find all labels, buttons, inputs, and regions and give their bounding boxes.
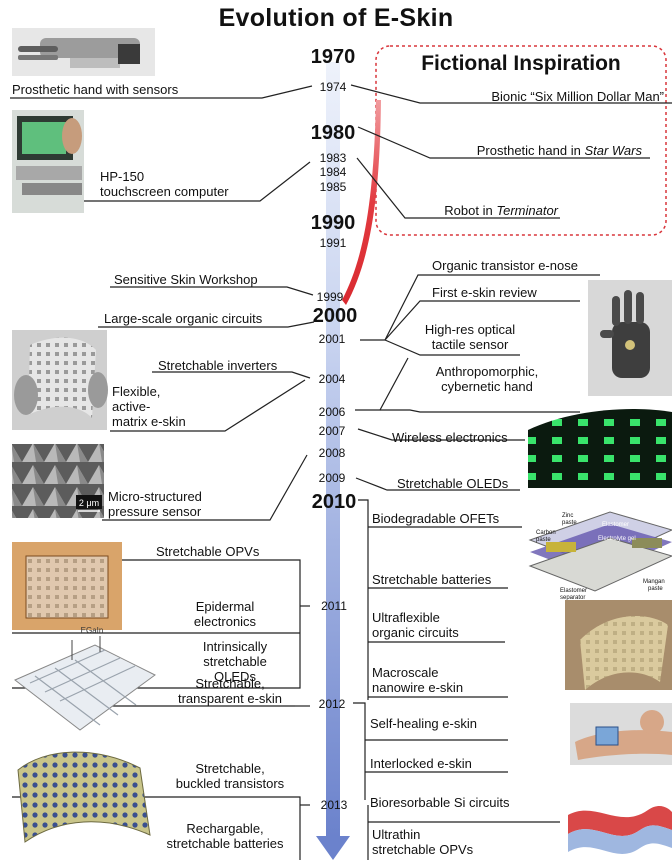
year-2008: 2008 bbox=[318, 446, 346, 460]
photo-ultrathin-opv bbox=[568, 806, 672, 854]
photo-prosthetic-hand bbox=[12, 28, 155, 76]
photo-hp150-computer bbox=[12, 110, 84, 213]
year-1999: 1999 bbox=[316, 290, 344, 304]
event-stretchable-transparent-e-skin: Stretchable, transparent e-skin bbox=[177, 676, 283, 706]
fictional-inspiration-heading: Fictional Inspiration bbox=[421, 52, 621, 75]
manganese-paste-label: Mangan bbox=[643, 579, 665, 585]
carbon-paste-label: Carbon bbox=[536, 530, 556, 536]
photo-stretchable-battery: Zinc paste Carbon paste Elastomer Electr… bbox=[528, 511, 672, 601]
year-1970: 1970 bbox=[310, 46, 356, 68]
year-2001: 2001 bbox=[318, 332, 346, 346]
event-rechargeable-batteries: Rechargable, stretchable batteries bbox=[166, 821, 284, 851]
year-1974: 1974 bbox=[319, 80, 347, 94]
event-first-e-skin-review: First e-skin review bbox=[432, 285, 537, 300]
year-1985: 1985 bbox=[319, 180, 347, 194]
event-micro-structured-sensor: Micro-structured pressure sensor bbox=[108, 489, 202, 519]
year-2012: 2012 bbox=[318, 697, 346, 711]
year-1983: 1983 bbox=[319, 151, 347, 165]
event-ultrathin-opvs: Ultrathin stretchable OPVs bbox=[372, 827, 474, 857]
event-interlocked-e-skin: Interlocked e-skin bbox=[370, 756, 472, 771]
year-2010: 2010 bbox=[311, 491, 357, 513]
year-2004: 2004 bbox=[318, 372, 346, 386]
event-cybernetic-hand: Anthropomorphic, cybernetic hand bbox=[435, 364, 539, 394]
photo-transparent-e-skin: EGaIn bbox=[14, 626, 156, 731]
fiction-to-reality-curve bbox=[342, 100, 381, 305]
carbon-paste-label-2: paste bbox=[536, 537, 551, 543]
zinc-paste-label: Zinc bbox=[562, 513, 573, 519]
photo-buckled-transistors bbox=[17, 751, 151, 843]
figure-title: Evolution of E-Skin bbox=[218, 4, 454, 32]
year-2013: 2013 bbox=[320, 798, 348, 812]
year-2000: 2000 bbox=[312, 305, 358, 327]
year-1980: 1980 bbox=[310, 122, 356, 144]
event-intrinsically-stretchable-oleds: Intrinsically stretchable OLEDs bbox=[202, 639, 268, 684]
manganese-paste-label-2: paste bbox=[648, 586, 663, 592]
elastomer-separator-label: Elastomer bbox=[560, 588, 587, 594]
event-large-scale-organic-circuits: Large-scale organic circuits bbox=[104, 311, 263, 326]
event-biodegradable-ofets: Biodegradable OFETs bbox=[372, 511, 500, 526]
year-1984: 1984 bbox=[319, 165, 347, 179]
event-self-healing-e-skin: Self-healing e-skin bbox=[370, 716, 477, 731]
event-prosthetic-hand-sensors: Prosthetic hand with sensors bbox=[12, 82, 179, 97]
electrolyte-label: Electrolyte gel bbox=[598, 536, 636, 542]
zinc-paste-label-2: paste bbox=[562, 520, 577, 526]
event-ultraflexible-circuits: Ultraflexible organic circuits bbox=[372, 610, 459, 640]
year-2007: 2007 bbox=[318, 424, 346, 438]
fiction-terminator: Robot in Terminator bbox=[444, 203, 558, 218]
fiction-star-wars: Prosthetic hand in Star Wars bbox=[476, 143, 642, 158]
event-hp150: HP-150 touchscreen computer bbox=[100, 169, 229, 199]
photo-stretchable-opv bbox=[12, 542, 122, 630]
year-1990: 1990 bbox=[310, 212, 356, 234]
year-2006: 2006 bbox=[318, 405, 346, 419]
photo-ultraflexible-circuits bbox=[565, 600, 672, 690]
event-epidermal-electronics: Epidermal electronics bbox=[193, 599, 257, 629]
year-1991: 1991 bbox=[319, 236, 347, 250]
photo-robotic-hand bbox=[588, 280, 672, 396]
event-buckled-transistors: Stretchable, buckled transistors bbox=[175, 761, 285, 791]
fiction-bionic-man: Bionic “Six Million Dollar Man” bbox=[491, 89, 664, 104]
year-2009: 2009 bbox=[318, 471, 346, 485]
event-high-res-tactile-sensor: High-res optical tactile sensor bbox=[424, 322, 516, 352]
elastomer-separator-label-2: separator bbox=[560, 595, 585, 601]
event-stretchable-oleds: Stretchable OLEDs bbox=[397, 476, 509, 491]
event-stretchable-opvs: Stretchable OPVs bbox=[156, 544, 260, 559]
photo-flexible-active-matrix bbox=[12, 330, 108, 430]
photo-wireless-leds bbox=[528, 409, 672, 488]
event-sensitive-skin-workshop: Sensitive Skin Workshop bbox=[114, 272, 258, 287]
elastomer-label: Elastomer bbox=[602, 522, 629, 528]
event-bioresorbable-si-circuits: Bioresorbable Si circuits bbox=[370, 795, 510, 810]
photo-micro-structured-pyramids: 2 μm bbox=[12, 444, 104, 518]
event-nanowire-e-skin: Macroscale nanowire e-skin bbox=[372, 665, 464, 695]
event-wireless-electronics: Wireless electronics bbox=[392, 430, 508, 445]
scale-bar-label: 2 μm bbox=[79, 498, 99, 508]
event-stretchable-batteries: Stretchable batteries bbox=[372, 572, 492, 587]
event-flexible-active-matrix: Flexible, active- matrix e-skin bbox=[112, 384, 186, 429]
photo-self-healing-wrist bbox=[570, 703, 672, 765]
egain-label: EGaIn bbox=[81, 626, 104, 635]
timeline-arrow bbox=[316, 62, 350, 860]
year-2011: 2011 bbox=[321, 599, 347, 613]
event-organic-transistor-e-nose: Organic transistor e-nose bbox=[432, 258, 578, 273]
leader-lines bbox=[10, 84, 672, 860]
event-stretchable-inverters: Stretchable inverters bbox=[158, 358, 278, 373]
